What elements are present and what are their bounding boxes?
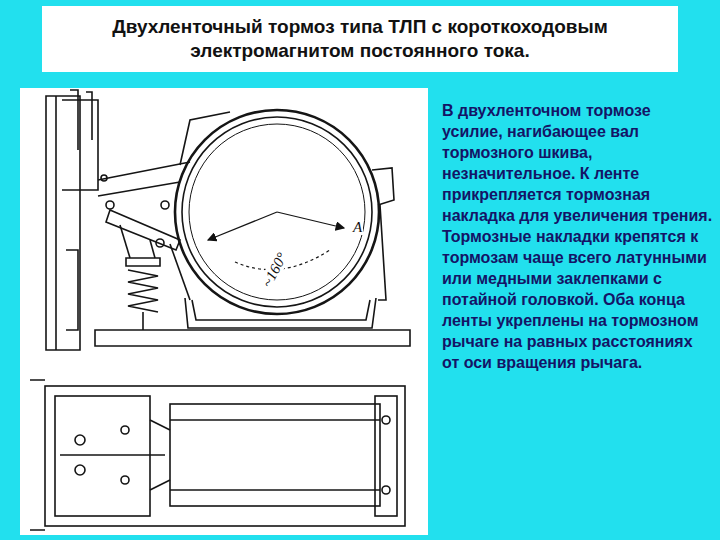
title: Двухленточный тормоз типа ТЛП с короткох… <box>52 15 668 63</box>
drawing-panel <box>20 88 428 535</box>
title-band: Двухленточный тормоз типа ТЛП с короткох… <box>42 6 678 72</box>
description-note: В двухленточном тормозе усилие, нагибающ… <box>442 100 714 373</box>
side-view <box>46 90 410 350</box>
plan-view <box>30 380 405 530</box>
point-label: A <box>352 219 363 235</box>
